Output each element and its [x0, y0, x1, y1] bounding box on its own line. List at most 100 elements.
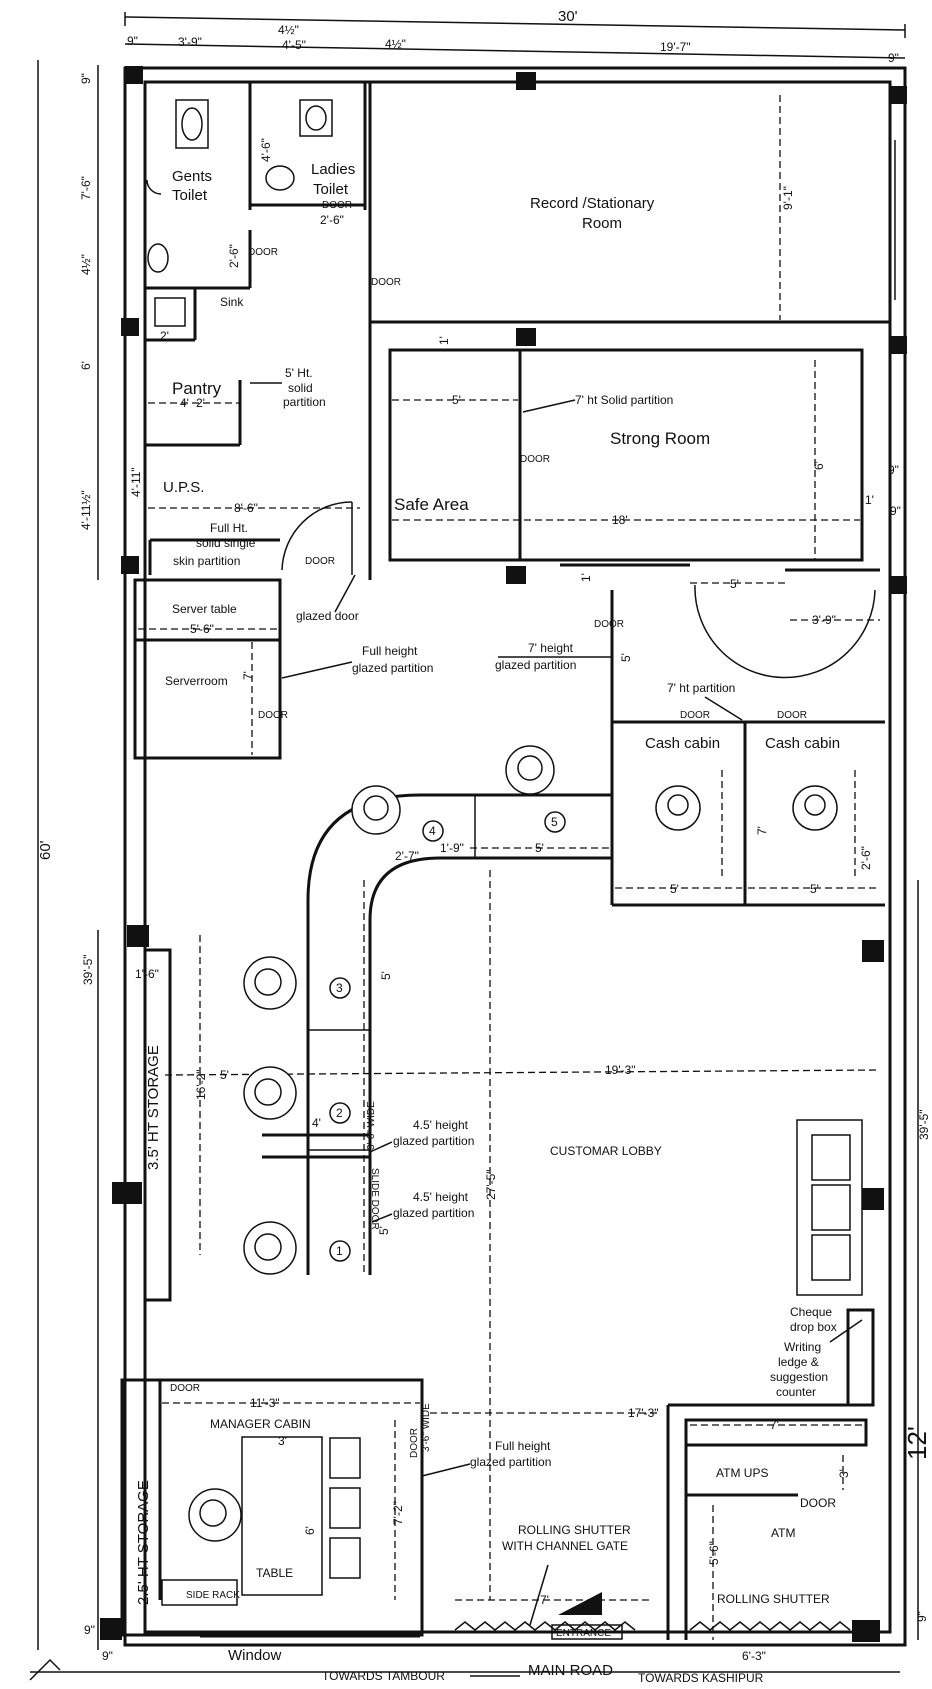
counter-seats: 1 2 3 4 5 [243, 745, 566, 1275]
door-34wide-b: 3'-6" WIDE [366, 1101, 377, 1150]
server-room-label: Serverroom [165, 674, 228, 688]
dim-5i: 5' [377, 1226, 391, 1235]
full-ht-partition-l2: solid single [196, 536, 256, 550]
dim-3-9: 3'-9" [812, 613, 836, 627]
door-34wide-a: 3'-6" WIDE [421, 1403, 432, 1452]
service-counter: 2'-7" 1'-9" 5' 1'-6" 5' 19'-3" 16'-2" 5'… [135, 793, 881, 1600]
dim-5h: 5' [379, 971, 393, 980]
cash-cabins: Cash cabin Cash cabin DOOR DOOR DOOR 5' … [495, 590, 885, 907]
customer-lobby: CUSTOMAR LOBBY Cheque drop box Writing l… [550, 1119, 875, 1407]
full-glazed-2-l2: glazed partition [470, 1455, 551, 1469]
counter-5: 5 [551, 815, 558, 829]
safe-area-label: Safe Area [394, 495, 469, 514]
dim-9c: 9" [888, 463, 899, 477]
manager-cabin-label: MANAGER CABIN [210, 1417, 311, 1431]
dim-5d: 5' [670, 882, 679, 896]
door-cash-2: DOOR [777, 710, 807, 721]
full-ht-partition-l1: Full Ht. [210, 521, 248, 535]
solid-partition-7: 7' ht Solid partition [575, 393, 673, 407]
dim-top-9a: 9" [127, 34, 138, 48]
door-atm: DOOR [800, 1496, 836, 1510]
counter-4: 4 [429, 824, 436, 838]
cheque-box-l6: counter [776, 1385, 816, 1399]
full-glazed-1-l1: Full height [362, 644, 418, 658]
dim-3: 3' [278, 1434, 287, 1448]
door-strong: DOOR [520, 454, 550, 465]
dim-top-4half-a: 4½" [278, 23, 299, 37]
dim-left-4-11: 4'-11½" [79, 490, 93, 530]
side-rack-label: SIDE RACK [186, 1590, 240, 1601]
solid-partition-5-l3: partition [283, 395, 326, 409]
towards-kashipur: TOWARDS KASHIPUR [638, 1671, 764, 1685]
gents-toilet-line2: Toilet [172, 187, 208, 204]
dim-1c: 1' [579, 573, 593, 582]
record-room-line1: Record /Stationary [530, 195, 655, 212]
dim-19-3: 19'-3" [605, 1063, 636, 1077]
dim-left-39-5: 39'-5" [81, 954, 95, 985]
outer-walls [100, 66, 907, 1647]
dim-5c: 5' [619, 653, 633, 662]
dim-6: 6' [812, 461, 826, 470]
counter-3: 3 [336, 981, 343, 995]
ladies-toilet-line1: Ladies [311, 161, 355, 178]
left-dimensions: 9" 7'-6" 4½" 6' 4'-11½" 60' 39'-5" [37, 60, 99, 1650]
door-ladies: DOOR [322, 200, 352, 211]
atm-ups-label: ATM UPS [716, 1466, 768, 1480]
ladies-toilet-line2: Toilet [313, 181, 349, 198]
storage-35-label: 3.5' HT STORAGE [145, 1045, 162, 1170]
dim-bottom-9b: 9" [84, 1623, 95, 1637]
dim-7c: 7' [770, 1418, 779, 1432]
full-ht-partition-l3: skin partition [173, 554, 240, 568]
dim-5-6: 5'-6" [190, 622, 214, 636]
door-manager: DOOR [409, 1428, 420, 1458]
atm-label: ATM [771, 1526, 795, 1540]
dim-5e: 5' [810, 882, 819, 896]
cash-cabin-2-label: Cash cabin [765, 735, 840, 752]
entrance-label: ENTRANCE [556, 1628, 611, 1639]
main-road: MAIN ROAD [528, 1662, 613, 1679]
door-slide: SLIDE DOOR [369, 1168, 380, 1230]
counter-2: 2 [336, 1106, 343, 1120]
dim-27-5: 27'-5" [484, 1169, 498, 1200]
full-glazed-1-l2: glazed partition [352, 661, 433, 675]
cash-cabin-1-label: Cash cabin [645, 735, 720, 752]
dim-right-9: 9" [890, 504, 901, 518]
glazed-door-label: glazed door [296, 609, 359, 623]
cheque-box-l3: Writing [784, 1340, 821, 1354]
dim-2-6c: 2'-6" [859, 846, 873, 870]
dim-left-4half: 4½" [79, 254, 93, 275]
door-server: DOOR [258, 710, 288, 721]
dim-2-6b: 2'-6" [227, 244, 241, 268]
ht-partition-7: 7' ht partition [667, 681, 735, 695]
ups-label: U.P.S. [163, 479, 204, 496]
dim-2: 2' [160, 329, 169, 343]
entrance-block: ROLLING SHUTTER WITH CHANNEL GATE 7' ENT… [29, 1523, 900, 1685]
gents-toilet-line1: Gents [172, 168, 212, 185]
dim-6b: 6' [303, 1526, 317, 1535]
dim-17-3: 17'-3" [628, 1406, 659, 1420]
dim-top-9b: 9" [888, 51, 899, 65]
dim-right-12: 12' [902, 1426, 932, 1460]
dim-5a: 5' [452, 393, 461, 407]
dim-7b: 7' [755, 826, 769, 835]
table-label: TABLE [256, 1566, 293, 1580]
dim-16-2: 16'-2" [194, 1069, 208, 1100]
server-room: Server table 5'-6" Serverroom DOOR 7' gl… [133, 574, 433, 760]
dim-4: 4' [180, 396, 189, 410]
manager-cabin: 2.5' HT STORAGE MANAGER CABIN TABLE SIDE… [120, 1101, 551, 1637]
dim-5-6b: 5'-6" [707, 1541, 721, 1565]
dim-3b: 3' [837, 1469, 851, 1478]
cheque-box-l5: suggestion [770, 1370, 828, 1384]
pantry-block: Sink 2' Pantry 4' 2' 5' Ht. solid partit… [129, 288, 360, 575]
dim-1a: 1' [437, 336, 451, 345]
cheque-box-l1: Cheque [790, 1305, 832, 1319]
glazed-7-l2: glazed partition [495, 658, 576, 672]
dim-7-2: 7'-2" [391, 1501, 405, 1525]
strong-room: 7' ht Solid partition Strong Room Safe A… [388, 336, 899, 679]
sink-label: Sink [220, 295, 244, 309]
solid-partition-5-l1: 5' Ht. [285, 366, 313, 380]
dim-top-4-5: 4'-5" [282, 38, 306, 52]
glazed-7-l1: 7' height [528, 641, 574, 655]
counter-1: 1 [336, 1244, 343, 1258]
towards-tambour: TOWARDS TAMBOUR [322, 1669, 445, 1683]
